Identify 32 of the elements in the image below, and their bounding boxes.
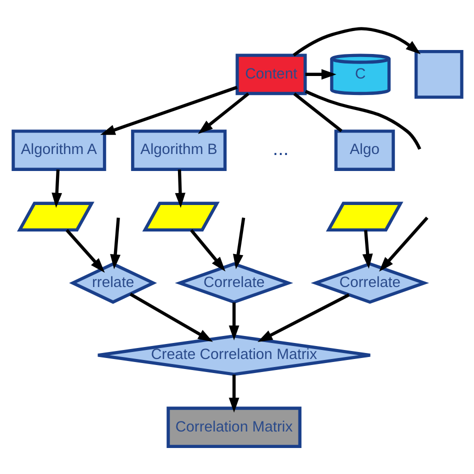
arrow bbox=[362, 229, 372, 268]
node-box: Correlation Matrix bbox=[166, 406, 301, 448]
node-parallelogram bbox=[16, 201, 94, 231]
node-parallelogram bbox=[325, 201, 403, 231]
arrow bbox=[65, 228, 104, 272]
node-box: Algo bbox=[334, 129, 394, 170]
node-box: Algorithm B bbox=[130, 129, 226, 170]
node-box: Algorithm A bbox=[11, 129, 106, 170]
arrow bbox=[304, 68, 336, 80]
node-diamond: rrelate bbox=[68, 262, 156, 304]
arrow bbox=[378, 216, 428, 272]
arrow bbox=[257, 292, 350, 342]
node-box bbox=[414, 49, 463, 98]
arrow bbox=[228, 302, 239, 340]
arrow bbox=[51, 169, 62, 208]
arrow bbox=[228, 374, 239, 412]
arrow bbox=[110, 217, 120, 269]
node-diamond: Correlate bbox=[310, 262, 429, 304]
arrow bbox=[197, 92, 249, 134]
label: ... bbox=[272, 138, 288, 160]
node-diamond: Correlate bbox=[174, 262, 293, 304]
arrow bbox=[189, 228, 225, 272]
arrow bbox=[292, 26, 420, 56]
node-parallelogram bbox=[142, 201, 220, 231]
node-diamond: Create Correlation Matrix bbox=[96, 334, 372, 376]
arrow bbox=[174, 169, 185, 208]
arrow bbox=[100, 85, 238, 134]
connector bbox=[304, 89, 421, 150]
arrow bbox=[129, 292, 212, 342]
connector bbox=[292, 92, 342, 132]
node-box: Content bbox=[235, 53, 306, 95]
arrow bbox=[232, 217, 245, 269]
